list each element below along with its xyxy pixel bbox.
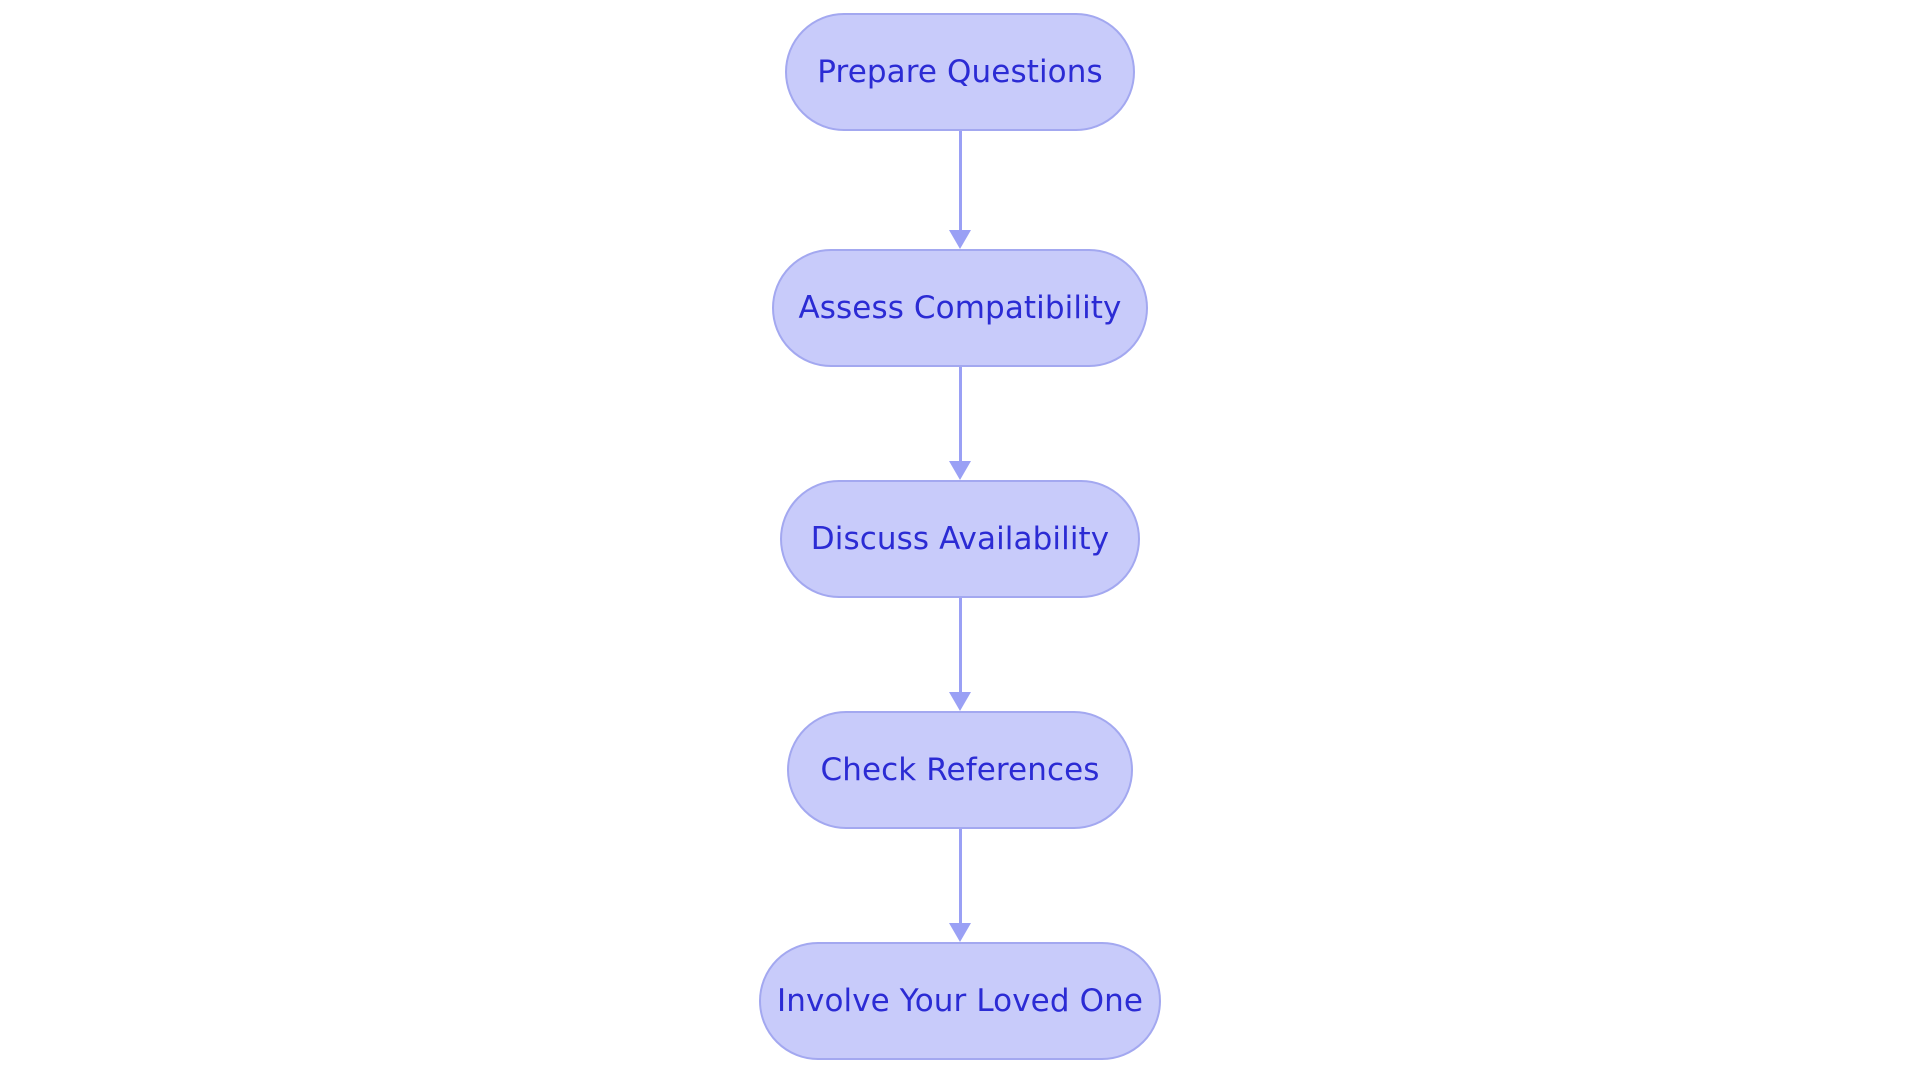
flow-node-label: Check References bbox=[820, 751, 1100, 788]
flow-edge-n0-n1 bbox=[948, 131, 972, 249]
flow-node-label: Discuss Availability bbox=[810, 520, 1110, 557]
flow-node-discuss-availability[interactable]: Discuss Availability bbox=[780, 480, 1140, 598]
flow-edge-n1-n2 bbox=[948, 367, 972, 480]
arrowhead-down-icon bbox=[949, 461, 971, 480]
flow-edge-n3-n4 bbox=[948, 829, 972, 942]
edge-line bbox=[958, 131, 962, 231]
flow-node-prepare-questions[interactable]: Prepare Questions bbox=[785, 13, 1135, 131]
arrowhead-down-icon bbox=[949, 923, 971, 942]
arrowhead-down-icon bbox=[949, 692, 971, 711]
edge-line bbox=[958, 598, 962, 693]
edge-line bbox=[958, 829, 962, 924]
flow-node-assess-compatibility[interactable]: Assess Compatibility bbox=[772, 249, 1148, 367]
flow-node-check-references[interactable]: Check References bbox=[787, 711, 1133, 829]
flow-edge-n2-n3 bbox=[948, 598, 972, 711]
flow-node-label: Prepare Questions bbox=[817, 53, 1103, 90]
arrowhead-down-icon bbox=[949, 230, 971, 249]
flow-node-label: Involve Your Loved One bbox=[777, 982, 1143, 1019]
flow-node-involve-your-loved-one[interactable]: Involve Your Loved One bbox=[759, 942, 1161, 1060]
edge-line bbox=[958, 367, 962, 462]
flow-node-label: Assess Compatibility bbox=[798, 289, 1122, 326]
